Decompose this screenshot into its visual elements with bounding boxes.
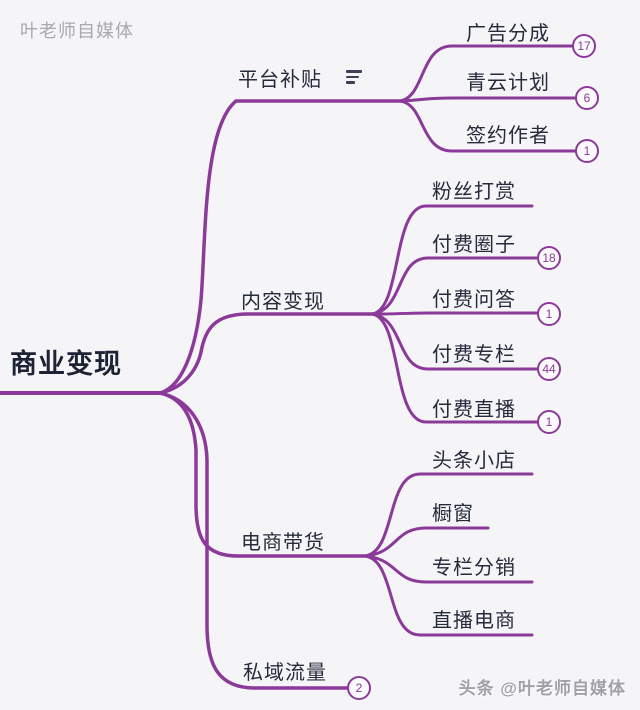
child-column-distribution-line [363,554,534,584]
node-ad-revenue-share[interactable]: 广告分成 [466,23,550,45]
watermark-bottom: 头条 @叶老师自媒体 [458,679,626,698]
watermark-top: 叶老师自媒体 [20,21,134,41]
notes-icon[interactable] [346,70,363,85]
branch-content-monetization-line [158,312,374,395]
child-paid-livestream-line [370,312,539,424]
node-qingyun-plan[interactable]: 青云计划 [466,72,550,94]
node-contracted-author[interactable]: 签约作者 [466,125,550,147]
branch-content-monetization[interactable]: 内容变现 [241,291,325,313]
child-paid-column-line [370,312,539,371]
child-qingyun-plan-line [398,96,577,103]
branch-private-traffic-line [158,391,349,690]
child-paid-qa-line [370,311,539,316]
count-badge-qingyun-plan[interactable]: 6 [575,86,599,110]
branch-ecommerce-line [158,391,367,558]
child-toutiao-shop-line [363,472,534,558]
node-fan-tipping[interactable]: 粉丝打赏 [432,181,516,203]
node-toutiao-shop[interactable]: 头条小店 [432,450,516,472]
child-showcase-line [363,526,490,558]
branch-ecommerce[interactable]: 电商带货 [241,532,325,554]
count-badge-ad-revenue-share[interactable]: 17 [572,34,596,58]
node-paid-livestream[interactable]: 付费直播 [432,399,516,421]
branch-platform-subsidy[interactable]: 平台补贴 [238,69,322,91]
count-badge-paid-circle[interactable]: 18 [537,246,561,270]
node-paid-qa[interactable]: 付费问答 [432,289,516,311]
child-paid-circle-line [370,256,539,316]
root-node-business-monetization[interactable]: 商业变现 [10,349,122,379]
child-fan-tipping-line [370,204,534,316]
node-column-distribution[interactable]: 专栏分销 [432,557,516,579]
count-badge-paid-column[interactable]: 44 [537,357,561,381]
count-badge-private-traffic[interactable]: 2 [347,676,371,700]
count-badge-paid-qa[interactable]: 1 [537,302,561,326]
child-contracted-author-line [398,99,577,153]
node-paid-circle[interactable]: 付费圈子 [432,234,516,256]
child-live-ecommerce-line [363,554,534,637]
branch-private-traffic[interactable]: 私域流量 [243,662,327,684]
count-badge-paid-livestream[interactable]: 1 [537,410,561,434]
node-paid-column[interactable]: 付费专栏 [432,344,516,366]
node-live-ecommerce[interactable]: 直播电商 [432,610,516,632]
branch-platform-subsidy-line [158,99,402,395]
count-badge-contracted-author[interactable]: 1 [575,139,599,163]
child-ad-revenue-share-line [398,44,574,103]
node-showcase[interactable]: 橱窗 [432,503,474,525]
